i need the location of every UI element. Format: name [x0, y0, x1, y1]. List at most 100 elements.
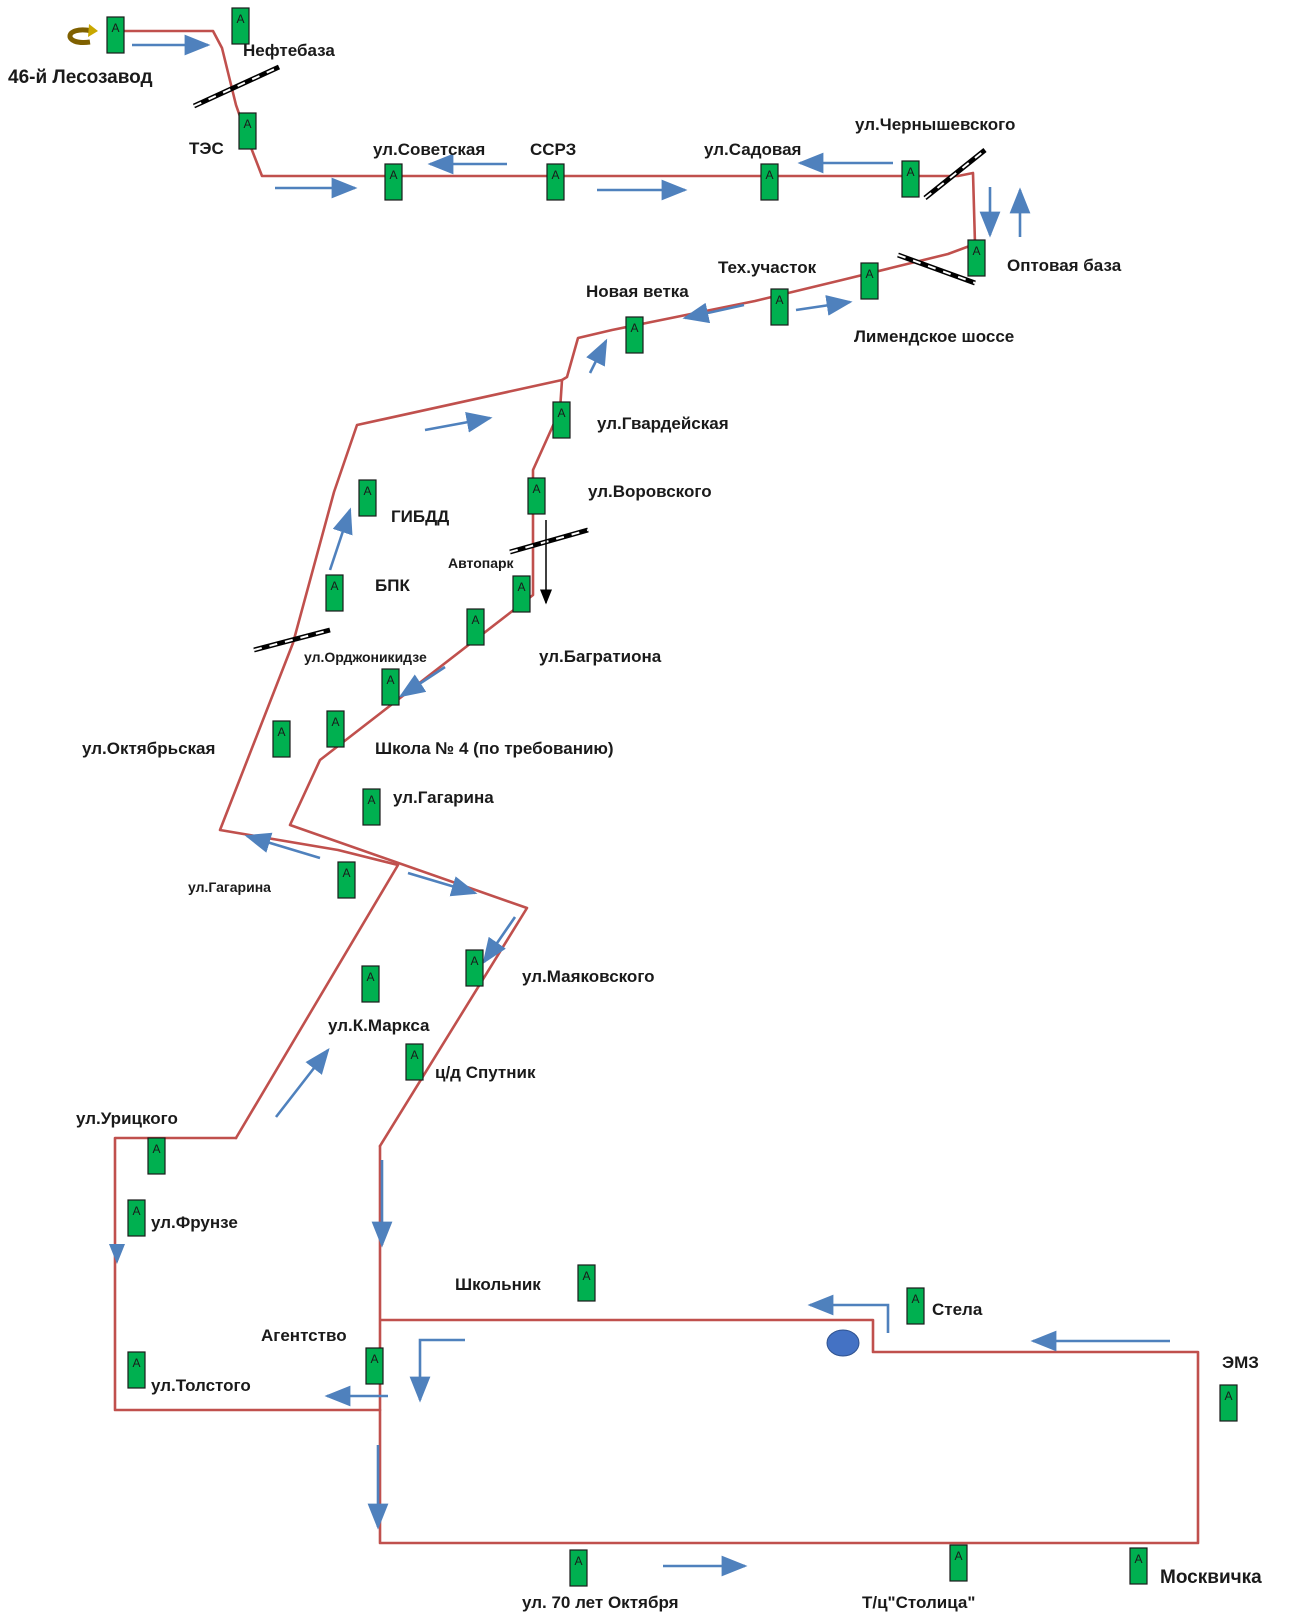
stop-label-bpk: БПК: [375, 576, 410, 595]
stop-marker-neftebaza: A: [231, 7, 250, 45]
stop-marker-moskvichka: A: [1129, 1547, 1148, 1585]
stop-marker-letter: A: [237, 12, 245, 26]
stop-marker-avtopark: A: [512, 575, 531, 613]
stop-marker-gagarina_2: A: [337, 861, 356, 899]
stop-marker-letter: A: [776, 293, 784, 307]
stop-label-avtopark: Автопарк: [448, 555, 514, 571]
roundabout-icon: [826, 1329, 860, 1357]
stop-marker-ordzhonikidze: A: [466, 608, 485, 646]
stop-label-stolitsa: Т/ц"Столица": [862, 1593, 976, 1612]
stop-label-frunze: ул.Фрунзе: [151, 1213, 238, 1232]
stop-marker-letter: A: [153, 1142, 161, 1156]
stop-marker-letter: A: [583, 1269, 591, 1283]
stop-marker-lesozavod: A: [106, 16, 125, 54]
stop-marker-sputnik: A: [405, 1043, 424, 1081]
stop-label-mayakovskogo: ул.Маяковского: [522, 967, 655, 986]
stop-marker-shkolnik: A: [577, 1264, 596, 1302]
stop-marker-letter: A: [1135, 1552, 1143, 1566]
stop-marker-letter: A: [112, 21, 120, 35]
stop-label-ordzhonikidze: ул.Орджоникидзе: [304, 649, 427, 665]
stop-marker-letter: A: [390, 168, 398, 182]
stop-label-lesozavod: 46-й Лесозавод: [8, 67, 153, 88]
stop-label-chernyshevskogo: ул.Чернышевского: [855, 115, 1016, 134]
stop-marker-letter: A: [533, 482, 541, 496]
stop-label-shkola4: Школа № 4 (по требованию): [375, 739, 614, 758]
stop-markers: A A A A A A A A A A A A A A A A A A A A A A A A A A A A A A A A A A A: [106, 7, 1238, 1587]
route-segment-south-loop: [378, 1144, 1200, 1545]
stop-marker-chernyshevskogo: A: [901, 160, 920, 198]
stop-marker-emz: A: [1219, 1384, 1238, 1422]
stop-marker-letter: A: [411, 1048, 419, 1062]
stop-marker-uritskogo: A: [147, 1137, 166, 1175]
stop-marker-letter: A: [368, 793, 376, 807]
stop-marker-letter: A: [1225, 1389, 1233, 1403]
stop-marker-letter: A: [866, 267, 874, 281]
stop-label-gagarina-2: ул.Гагарина: [188, 879, 271, 895]
stop-label-tolstogo: ул.Толстого: [151, 1376, 251, 1395]
stop-marker-letter: A: [552, 168, 560, 182]
stop-marker-novaya_vetka: A: [625, 316, 644, 354]
stop-label-moskvichka: Москвичка: [1160, 1567, 1262, 1588]
stop-marker-ssrz: A: [546, 163, 565, 201]
stop-marker-gagarina_1: A: [362, 788, 381, 826]
stop-marker-letter: A: [575, 1554, 583, 1568]
stop-label-emz: ЭМЗ: [1222, 1353, 1259, 1372]
stop-marker-letter: A: [973, 244, 981, 258]
stop-marker-tolstogo: A: [127, 1351, 146, 1389]
railway-crossings: [192, 64, 987, 653]
stop-marker-letter: A: [343, 866, 351, 880]
direction-arrows: [109, 34, 1170, 1577]
stop-marker-letter: A: [912, 1292, 920, 1306]
stop-marker-letter: A: [278, 725, 286, 739]
stop-marker-limendskoe: A: [860, 262, 879, 300]
stop-label-k-marksa: ул.К.Маркса: [328, 1016, 430, 1035]
stop-label-sadovaya: ул.Садовая: [704, 140, 802, 159]
stop-marker-letter: A: [518, 580, 526, 594]
stop-marker-vorovskogo: A: [527, 477, 546, 515]
stop-marker-optovaya: A: [967, 239, 986, 277]
stop-marker-gvardeyskaya: A: [552, 401, 571, 439]
stop-marker-agentstvo: A: [365, 1347, 384, 1385]
stop-label-shkolnik: Школьник: [455, 1275, 541, 1294]
stop-marker-stolitsa: A: [949, 1544, 968, 1582]
stop-label-sovetskaya: ул.Советская: [373, 140, 486, 159]
stop-marker-sovetskaya: A: [384, 163, 403, 201]
stop-marker-tekhuchastok: A: [770, 288, 789, 326]
stop-marker-frunze: A: [127, 1199, 146, 1237]
stop-label-bagrationa: ул.Багратиона: [539, 647, 662, 666]
stop-marker-letter: A: [371, 1352, 379, 1366]
stop-marker-letter: A: [331, 579, 339, 593]
stop-label-neftebaza: Нефтебаза: [243, 41, 335, 60]
stop-marker-letter: A: [133, 1356, 141, 1370]
railway-crossing-avtopark: [509, 527, 589, 555]
stop-marker-shkola4: A: [326, 710, 345, 748]
stop-marker-mayakovskogo: A: [465, 949, 484, 987]
stop-label-limendskoe: Лимендское шоссе: [854, 327, 1015, 346]
stop-marker-bpk: A: [325, 574, 344, 612]
stop-marker-stela: A: [906, 1287, 925, 1325]
stop-marker-letter: A: [364, 484, 372, 498]
stop-marker-letter: A: [766, 168, 774, 182]
stop-label-gagarina-1: ул.Гагарина: [393, 788, 494, 807]
stop-label-gibdd: ГИБДД: [391, 507, 450, 526]
stop-label-stela: Стела: [932, 1300, 983, 1319]
stop-label-optovaya: Оптовая база: [1007, 256, 1122, 275]
stop-marker-sadovaya: A: [760, 163, 779, 201]
railway-crossing-tes: [192, 64, 281, 109]
route-segment-uritskogo-loop: [113, 1136, 382, 1412]
stop-marker-letter: A: [472, 613, 480, 627]
stop-marker-letter: A: [367, 970, 375, 984]
stop-label-uritskogo: ул.Урицкого: [76, 1109, 178, 1128]
railway-crossing-ordzhonikidze: [253, 627, 331, 653]
stop-marker-letter: A: [244, 117, 252, 131]
stop-marker-letter: A: [631, 321, 639, 335]
stop-marker-oktyabrskaya: A: [272, 720, 291, 758]
stop-marker-bagrationa: A: [381, 668, 400, 706]
stop-marker-tes: A: [238, 112, 257, 150]
stop-marker-letter: A: [558, 406, 566, 420]
stop-label-gvardeyskaya: ул.Гвардейская: [597, 414, 729, 433]
stop-label-oktyabrskaya: ул.Октябрьская: [82, 739, 216, 758]
stop-marker-letter: A: [955, 1549, 963, 1563]
stop-marker-oktyabrya70: A: [569, 1549, 588, 1587]
